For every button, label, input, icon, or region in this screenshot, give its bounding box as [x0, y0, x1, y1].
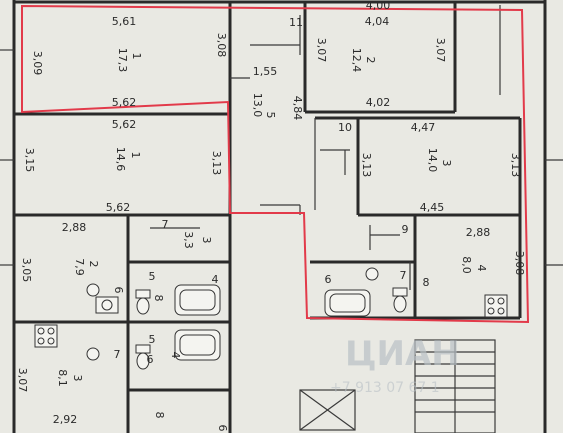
dimension-label: 3 [200, 237, 213, 244]
dimension-label: 12,4 [350, 48, 363, 73]
gas-meter-icon [86, 267, 379, 361]
dimension-label: 4,00 [366, 0, 391, 12]
selection-outline [21, 4, 530, 324]
dimension-label: 3 [440, 160, 453, 167]
dimension-label: 7 [114, 348, 121, 361]
dimension-label: 1,55 [253, 65, 278, 78]
dimension-label: 10 [338, 121, 352, 134]
dimension-label: 5 [149, 270, 156, 283]
dimension-label: 6 [325, 273, 332, 286]
dimension-label: 2 [87, 261, 100, 268]
watermark-brand: ЦИАН [345, 334, 460, 374]
dimension-label: 14,6 [114, 147, 127, 172]
dimension-label: 4 [212, 273, 219, 286]
dimension-label: 7,9 [73, 258, 86, 276]
watermark: ЦИАН +7 913 07 67 1 [330, 334, 460, 396]
dimension-label: 8,0 [460, 256, 473, 274]
dimension-label: 2,88 [62, 221, 87, 234]
dimension-label: 8,1 [56, 369, 69, 387]
dimension-label: 4,02 [366, 96, 391, 109]
dimension-label: 7 [162, 218, 169, 231]
toilet-icon [392, 287, 408, 313]
dimension-label: 4,84 [291, 96, 304, 121]
dimension-label: 11 [289, 16, 303, 29]
dimension-label: 4,45 [420, 201, 445, 214]
dimension-label: 3,15 [23, 148, 36, 173]
stove-icon [484, 294, 508, 318]
bathtub-icon [174, 329, 221, 361]
dimension-label: 6 [216, 425, 229, 432]
dimension-label: 4 [475, 265, 488, 272]
dimension-label: 5 [149, 333, 156, 346]
dimension-label: 7 [400, 269, 407, 282]
wall-details [0, 5, 563, 290]
bathtub-icon [174, 284, 221, 316]
toilet-icon [135, 344, 151, 370]
dimension-label: 14,0 [426, 148, 439, 173]
dimension-label: 3,07 [315, 38, 328, 63]
dimension-label: 8 [152, 295, 165, 302]
sink-icon [95, 296, 119, 314]
dimension-label: 1 [129, 152, 142, 159]
interior-walls [14, 2, 522, 433]
dimension-label: 2 [364, 57, 377, 64]
dimension-label: 3,08 [513, 251, 526, 276]
dimension-label: 5,61 [112, 15, 137, 28]
dimension-label: 2,88 [466, 226, 491, 239]
dimension-label: 3,09 [31, 51, 44, 76]
dimension-label: 4 [169, 352, 182, 359]
stairwell [299, 339, 496, 433]
dimension-label: 4,47 [411, 121, 436, 134]
dimension-label: 5,62 [112, 118, 137, 131]
dimension-label: 8 [423, 276, 430, 289]
dimension-label: 3,05 [20, 258, 33, 283]
dimension-label: 6 [112, 287, 125, 294]
dimension-label: 5,62 [112, 96, 137, 109]
dimension-label: 3,13 [210, 151, 223, 176]
dimension-label: 1 [130, 53, 143, 60]
toilet-icon [135, 289, 151, 315]
dimension-label: 3,3 [182, 231, 195, 249]
dimension-label: 13,0 [251, 93, 264, 118]
dimension-label: 8 [153, 412, 166, 419]
dimension-label: 3,07 [16, 368, 29, 393]
dimension-label: 3,13 [509, 153, 522, 178]
dimension-label: 9 [402, 223, 409, 236]
dimension-label: 4,04 [365, 15, 390, 28]
bathtub-icon [324, 289, 371, 317]
watermark-phone: +7 913 07 67 1 [330, 380, 440, 396]
dimension-label: 5,62 [106, 201, 131, 214]
dimension-label: 5 [264, 112, 277, 119]
dimension-label: 3 [71, 375, 84, 382]
dimension-label: 3,07 [434, 38, 447, 63]
dimension-label: 2,92 [53, 413, 78, 426]
stove-icon [34, 324, 58, 348]
dimension-label: 17,3 [116, 48, 129, 73]
dimension-label: 6 [147, 353, 154, 366]
dimension-label: 3,08 [215, 33, 228, 58]
dimension-label: 3,13 [360, 153, 373, 178]
